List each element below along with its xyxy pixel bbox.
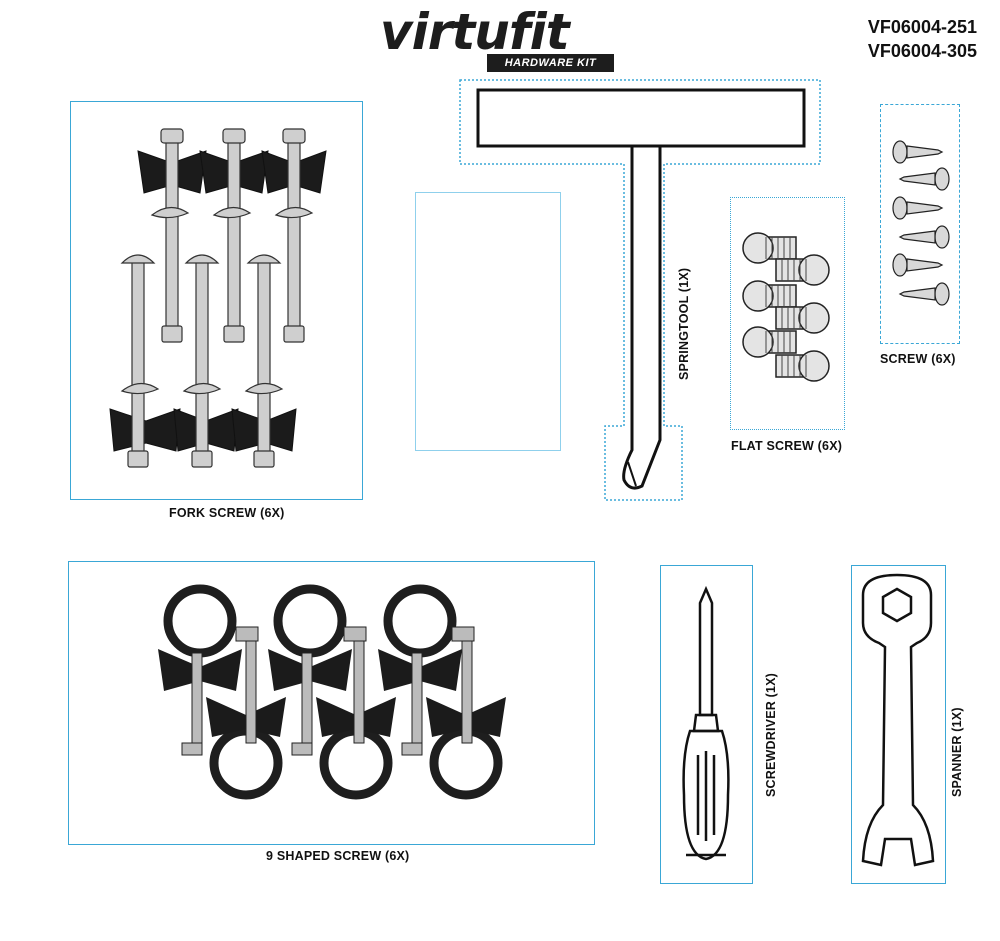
nine-shaped-screw-panel [68,561,595,845]
flat-screw-label: FLAT SCREW (6X) [731,439,843,453]
nine-shaped-screw-illustration [158,584,506,800]
brand-logo: virtufit [380,3,570,61]
spanner-label: SPANNER (1X) [950,707,964,797]
screw-illustration [892,140,950,306]
spanner-illustration [861,573,935,867]
product-code-1: VF06004-251 [867,17,977,37]
blank-panel [415,192,561,451]
springtool-label: SPRINGTOOL (1X) [677,267,691,380]
screwdriver-illustration [682,585,730,861]
brand-subtitle: HARDWARE KIT [487,54,614,72]
flat-screw-illustration [742,232,830,382]
product-code-2: VF06004-305 [867,41,977,61]
screwdriver-panel [660,565,753,884]
flat-screw-panel [730,197,845,430]
nine-shaped-screw-label: 9 SHAPED SCREW (6X) [266,849,410,863]
springtool-outline [459,79,821,501]
screw-label: SCREW (6X) [880,352,956,366]
spanner-panel [851,565,946,884]
fork-screw-label: FORK SCREW (6X) [169,506,285,520]
fork-screw-panel [70,101,363,500]
screw-panel [880,104,960,344]
screwdriver-label: SCREWDRIVER (1X) [764,672,778,797]
product-codes: VF06004-251 VF06004-305 [868,15,977,63]
fork-screw-illustration [109,128,327,468]
